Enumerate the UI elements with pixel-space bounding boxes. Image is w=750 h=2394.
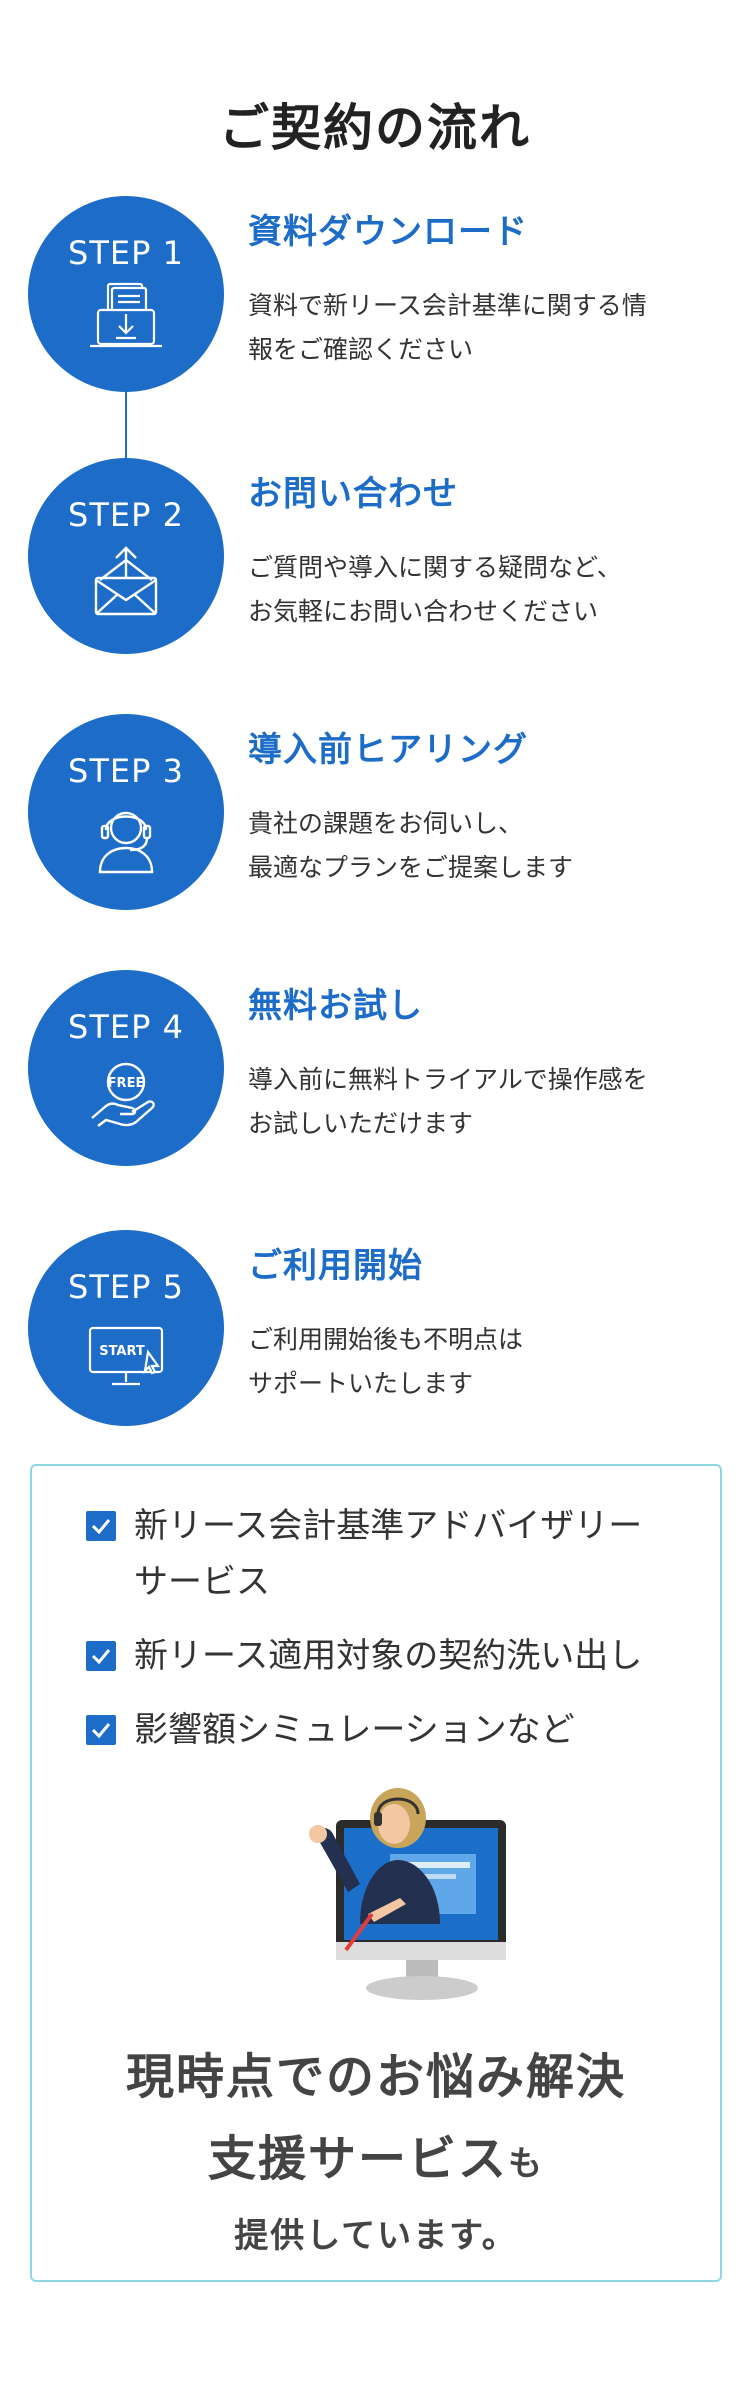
services-box: 新リース会計基準アドバイザリー サービス 新リース適用対象の契約洗い出し 影響額… — [30, 1464, 722, 2282]
promo-line-2: 支援サービスも — [32, 2118, 720, 2205]
step-1: STEP 1 資料ダウンロード 資料で新リース会計基準に関する情 報をご確認くだ… — [0, 196, 750, 396]
service-item: 新リース適用対象の契約洗い出し — [86, 1628, 726, 1684]
step-4-desc: 導入前に無料トライアルで操作感を お試しいただけます — [248, 1065, 648, 1138]
service-list: 新リース会計基準アドバイザリー サービス 新リース適用対象の契約洗い出し 影響額… — [86, 1498, 726, 1776]
step-4-label: STEP 4 — [68, 1008, 184, 1046]
step-3: STEP 3 導入前ヒアリング 貴社の課題をお伺いし、 最適なプランをご提案しま… — [0, 714, 750, 914]
checkbox-icon — [86, 1511, 116, 1541]
page-title: ご契約の流れ — [219, 99, 531, 157]
step-2-label: STEP 2 — [68, 496, 184, 534]
step-5-label: STEP 5 — [68, 1268, 184, 1306]
step-3-title: 導入前ヒアリング — [248, 730, 528, 770]
headset-operator-icon — [98, 811, 154, 874]
promo-line-3: 提供しています。 — [234, 2216, 518, 2256]
step-4-title: 無料お試し — [248, 986, 423, 1026]
step-connector — [125, 392, 127, 460]
start-monitor-icon: START — [88, 1326, 164, 1386]
step-2-title: お問い合わせ — [248, 474, 458, 514]
step-5: STEP 5 START ご利用開始 ご利用開始後も不明点は サポートいたします — [0, 1230, 750, 1430]
step-1-title: 資料ダウンロード — [248, 212, 528, 252]
step-2-circle: STEP 2 — [28, 458, 224, 654]
service-item: 新リース会計基準アドバイザリー サービス — [86, 1498, 726, 1610]
step-2: STEP 2 お問い合わせ ご質問や導入に関する疑問など、 お気軽にお問い合わせ… — [0, 458, 750, 658]
promo-line-1: 現時点でのお悩み解決 — [125, 2049, 626, 2105]
step-3-desc: 貴社の課題をお伺いし、 最適なプランをご提案します — [248, 809, 574, 882]
service-item-label: 影響額シミュレーションなど — [134, 1710, 575, 1750]
step-5-desc: ご利用開始後も不明点は サポートいたします — [248, 1325, 524, 1398]
service-item: 影響額シミュレーションなど — [86, 1702, 726, 1758]
download-document-icon — [90, 282, 162, 348]
promo-line-2-main: 支援サービス — [207, 2131, 508, 2187]
checkbox-icon — [86, 1715, 116, 1745]
step-3-circle: STEP 3 — [28, 714, 224, 910]
free-icon-text: FREE — [108, 1076, 145, 1091]
step-4: STEP 4 FREE 無料お試し 導入前に無料トライアルで操作感を お試しいた… — [0, 970, 750, 1170]
envelope-upload-icon — [94, 546, 158, 616]
step-2-desc: ご質問や導入に関する疑問など、 お気軽にお問い合わせください — [248, 553, 622, 626]
step-1-label: STEP 1 — [68, 234, 184, 272]
consultant-monitor-illustration — [309, 1788, 506, 2000]
service-item-label: 新リース会計基準アドバイザリー サービス — [134, 1506, 643, 1602]
step-5-title: ご利用開始 — [248, 1246, 423, 1286]
step-1-desc: 資料で新リース会計基準に関する情 報をご確認ください — [248, 291, 647, 364]
step-1-circle: STEP 1 — [28, 196, 224, 392]
step-3-label: STEP 3 — [68, 752, 184, 790]
start-icon-text: START — [99, 1344, 145, 1359]
step-5-circle: STEP 5 START — [28, 1230, 224, 1426]
step-4-circle: STEP 4 FREE — [28, 970, 224, 1166]
promo-message: 現時点でのお悩み解決 支援サービスも 提供しています。 — [32, 2036, 720, 2267]
promo-line-2-suffix: も — [508, 2144, 544, 2184]
service-item-label: 新リース適用対象の契約洗い出し — [134, 1636, 643, 1676]
checkbox-icon — [86, 1641, 116, 1671]
free-hand-icon: FREE — [91, 1062, 155, 1127]
